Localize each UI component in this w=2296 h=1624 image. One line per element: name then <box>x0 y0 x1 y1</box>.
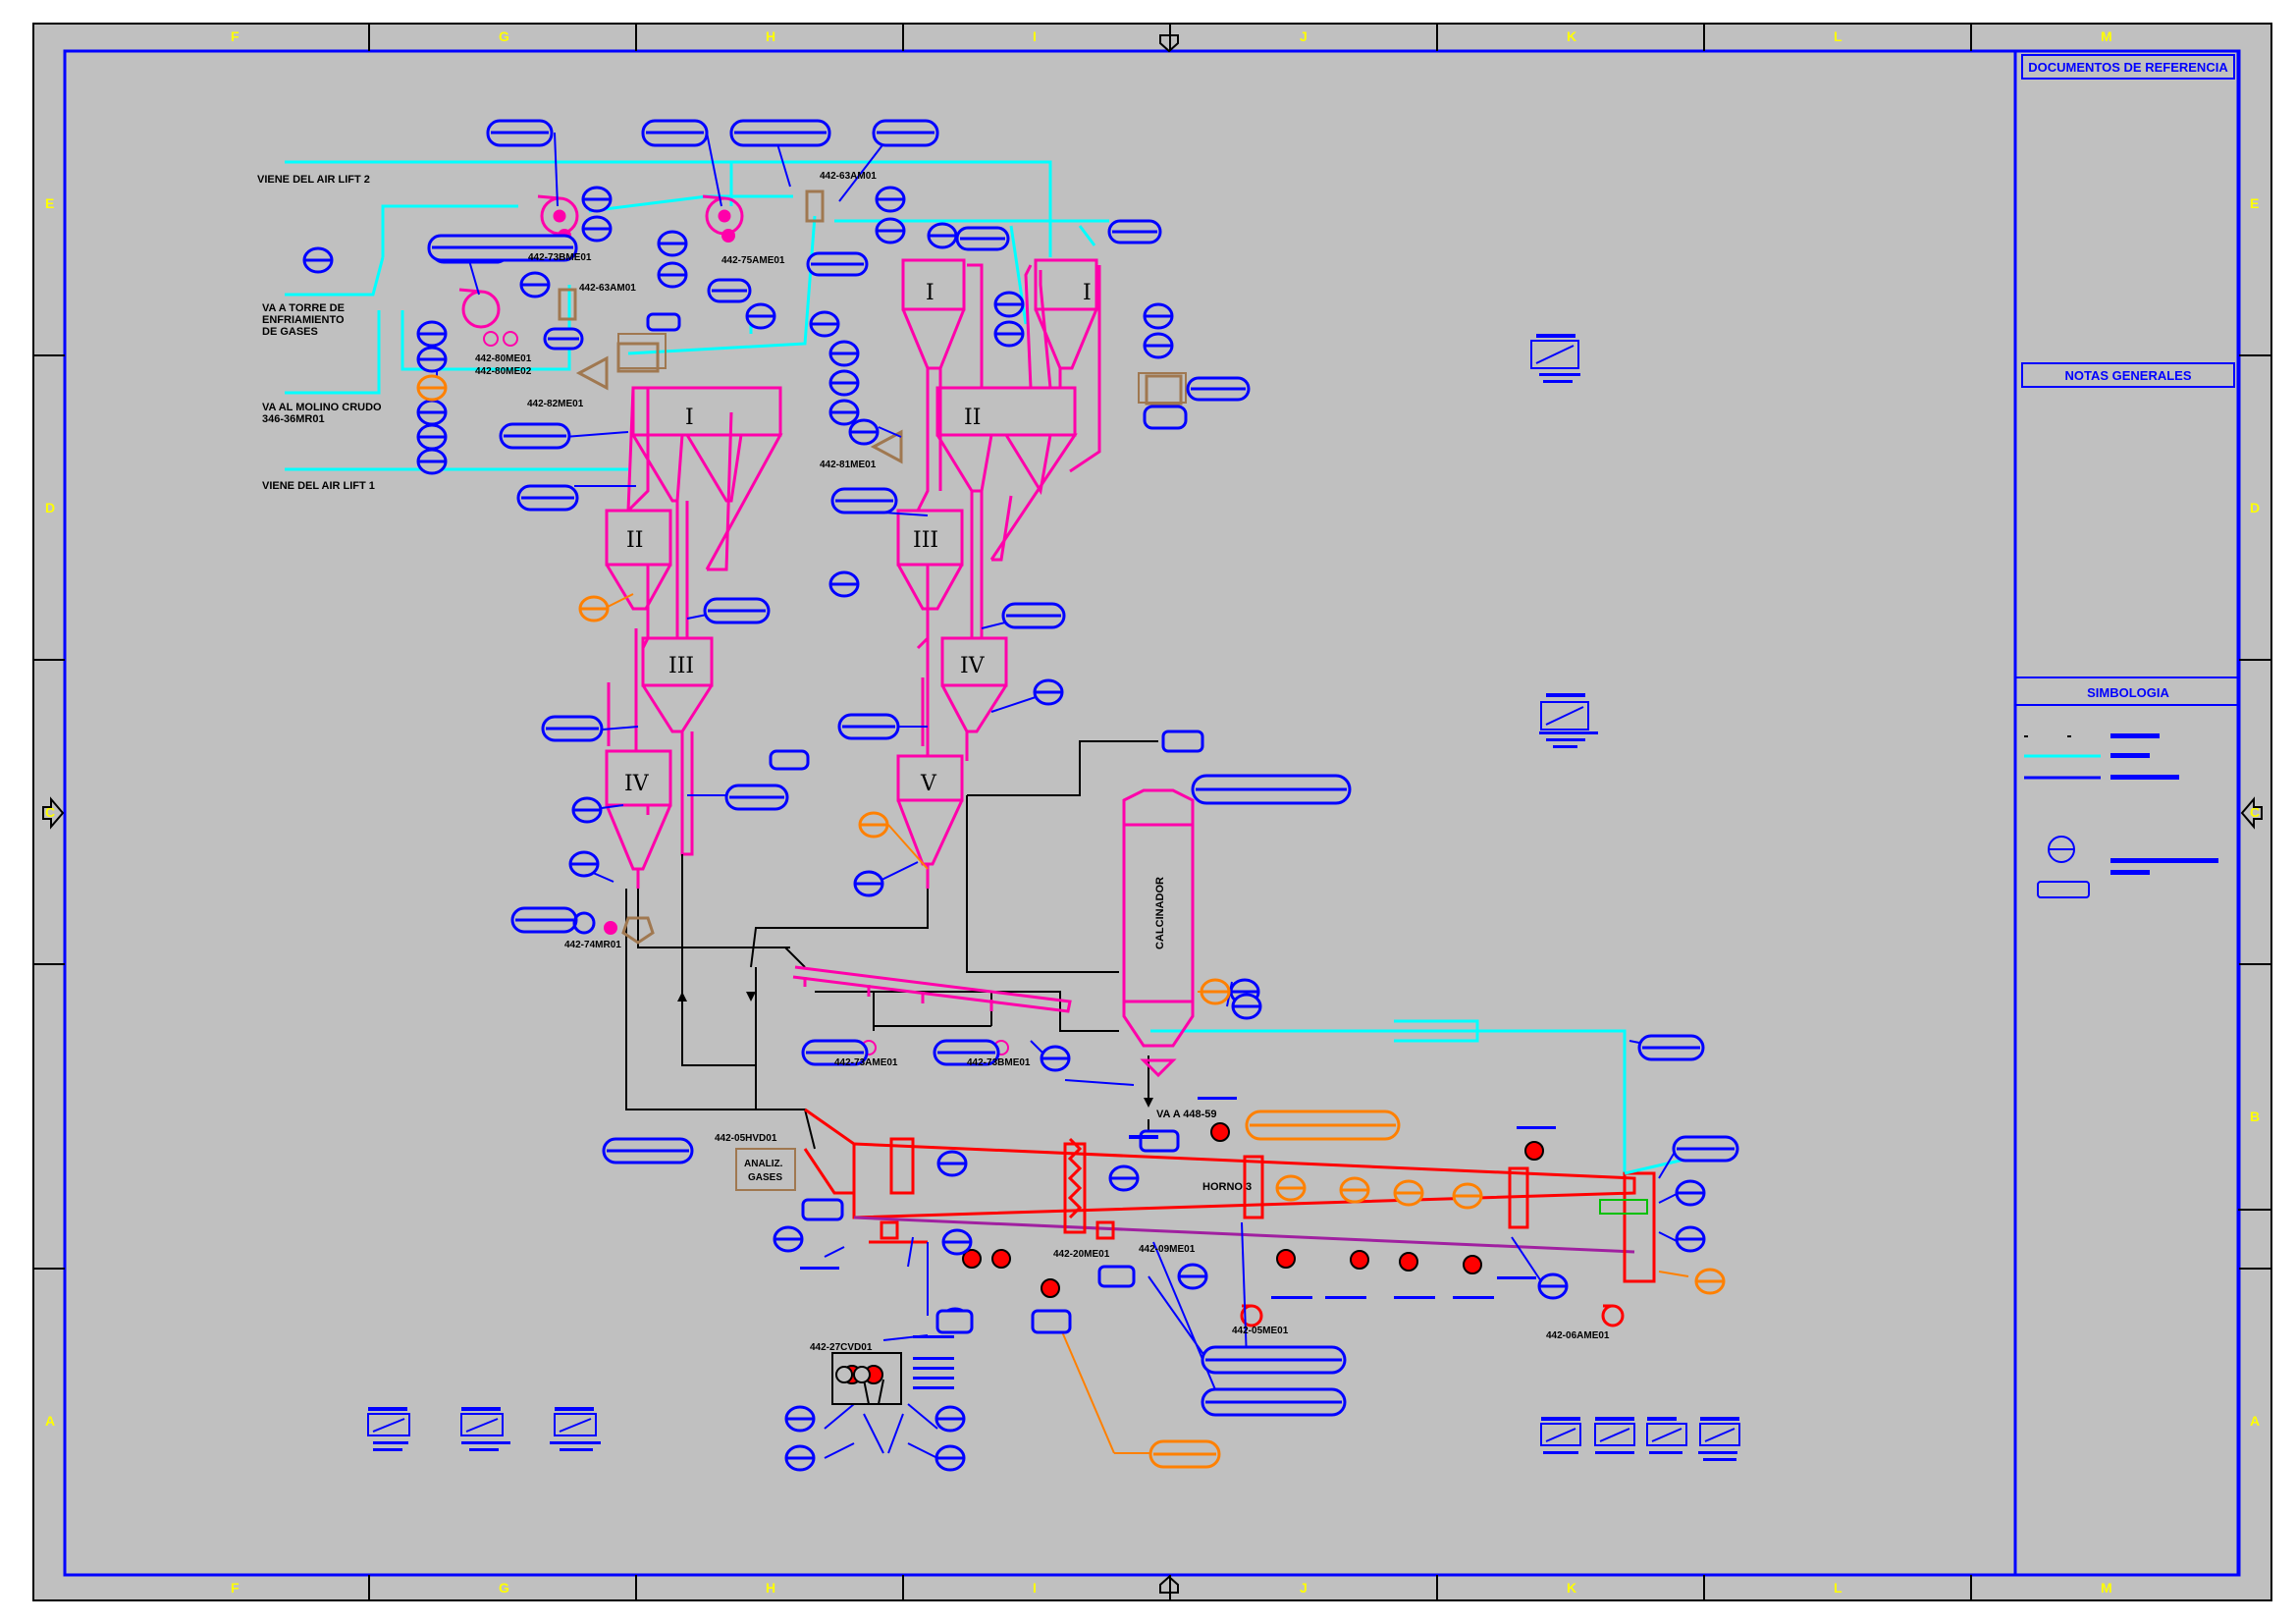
grid-col: H <box>766 1580 775 1596</box>
equipment-tag: 442-80ME01 <box>475 353 532 364</box>
grid-col: M <box>2101 1580 2112 1596</box>
grid-row: B <box>2250 1109 2260 1124</box>
gas-analyzer-box <box>1138 372 1187 404</box>
kiln-feed-equipment <box>869 1137 1115 1244</box>
center-arrow-top-icon <box>1159 34 1179 53</box>
grid-col: L <box>1834 1580 1842 1596</box>
grid-row-letters: E E D D C C B A A <box>45 195 2260 1429</box>
gas-analyzer-label: GASES <box>748 1172 782 1183</box>
reference-docs-title: DOCUMENTOS DE REFERENCIA <box>2028 60 2228 75</box>
label-va448: VA A 448-59 <box>1156 1109 1217 1120</box>
grid-row: D <box>45 500 55 515</box>
grid-column-letters-top: F G H I J K L M <box>231 28 2112 44</box>
equipment-tag: 442-80ME02 <box>475 366 532 377</box>
rotary-kiln <box>803 1108 1689 1283</box>
legend-box-icon <box>2037 881 2090 898</box>
equipment-tag: 442-81ME01 <box>820 460 877 470</box>
equipment-tag: 442-05HVD01 <box>715 1133 777 1144</box>
general-notes-title: NOTAS GENERALES <box>2064 368 2191 383</box>
grid-row: E <box>2250 195 2259 211</box>
kiln-label: HORNO 3 <box>1202 1181 1252 1193</box>
grid-col: J <box>1300 28 1308 44</box>
cyclone-label: IV <box>624 772 650 796</box>
cyclone-label: IV <box>960 654 986 678</box>
fan-icon <box>458 194 744 329</box>
label-torre-3: DE GASES <box>262 326 318 338</box>
grid-row: D <box>2250 500 2260 515</box>
gas-analyzer-box <box>735 1148 796 1191</box>
cyclone-label: I <box>926 281 934 305</box>
fan-icon <box>1240 1304 1625 1327</box>
orange-bubbles <box>416 374 1726 1469</box>
cyclone-label: II <box>626 528 643 553</box>
grid-col: G <box>499 28 509 44</box>
grid-col: F <box>231 1580 240 1596</box>
equipment-tag: 442-09ME01 <box>1139 1244 1196 1255</box>
symbology-title: SIMBOLOGIA <box>2087 685 2169 700</box>
burner-icon <box>842 1122 1544 1384</box>
equipment-tag: 442-75AME01 <box>721 255 785 266</box>
damper-unit <box>831 1352 902 1405</box>
flow-arrow-icon <box>746 992 756 1001</box>
grid-row: A <box>45 1413 55 1429</box>
grid-col: H <box>766 28 775 44</box>
equipment-tag: 442-73AME01 <box>834 1057 898 1068</box>
label-torre-2: ENFRIAMIENTO <box>262 314 345 326</box>
calciner <box>1122 788 1195 1078</box>
label-airlift-1: VIENE DEL AIR LIFT 1 <box>262 480 375 492</box>
grid-row: E <box>45 195 54 211</box>
grid-col: F <box>231 28 240 44</box>
grid-row: A <box>2250 1413 2260 1429</box>
equipment-tag: 442-63AM01 <box>820 171 877 182</box>
equipment-tag: 442-27CVD01 <box>810 1342 873 1353</box>
grid-col: M <box>2101 28 2112 44</box>
equipment-tag: 442-74MR01 <box>564 940 621 950</box>
grid-col: I <box>1033 28 1037 44</box>
center-arrow-right-icon <box>2240 796 2263 830</box>
grid-row: C <box>45 804 55 820</box>
calciner-label: CALCINADOR <box>1154 877 1166 949</box>
equipment-tag: 442-73BME01 <box>967 1057 1031 1068</box>
title-block: DOCUMENTOS DE REFERENCIA NOTAS GENERALES… <box>2014 54 2271 1211</box>
equipment-tag: 442-05ME01 <box>1232 1326 1289 1336</box>
grid-column-letters-bottom: F G H I J K L M <box>231 1580 2112 1596</box>
cyclone-label: I <box>685 406 694 430</box>
label-torre-1: VA A TORRE DE <box>262 302 345 314</box>
preheater-tower-left <box>605 386 783 889</box>
gas-analyzer-box <box>617 333 667 369</box>
cyclone-label: II <box>964 406 981 430</box>
grid-ticks <box>33 24 2271 1600</box>
label-molino-2: 346-36MR01 <box>262 413 325 425</box>
cyclone-label: III <box>668 654 694 678</box>
screw-conveyor <box>792 965 1072 1013</box>
flow-arrow-icon <box>677 992 687 1001</box>
grid-col: L <box>1834 28 1842 44</box>
damper-icon <box>835 1366 871 1383</box>
preheater-tower-right <box>896 258 1101 889</box>
center-arrow-left-icon <box>42 796 65 830</box>
equipment-tag: 442-82ME01 <box>527 399 584 409</box>
flow-arrow-icon <box>1144 1098 1153 1108</box>
label-molino-1: VA AL MOLINO CRUDO <box>262 402 382 413</box>
cyclone-label: V <box>920 772 937 796</box>
instrument-bubbles <box>302 119 1739 1472</box>
equipment-tag: 442-63AM01 <box>579 283 636 294</box>
grid-col: J <box>1300 1580 1308 1596</box>
display-icon <box>367 340 1740 1446</box>
inner-border <box>63 49 2241 1577</box>
center-arrow-bottom-icon <box>1159 1575 1179 1594</box>
grid-col: K <box>1567 1580 1576 1596</box>
equipment-tag: 442-73BME01 <box>528 252 592 263</box>
gas-analyzer-label: ANALIZ. <box>744 1159 783 1169</box>
equipment-tag: 442-20ME01 <box>1053 1249 1110 1260</box>
cyclone-label: I <box>1083 281 1092 305</box>
grid-row: C <box>2250 804 2260 820</box>
grid-col: G <box>499 1580 509 1596</box>
label-airlift-2: VIENE DEL AIR LIFT 2 <box>257 174 370 186</box>
cyclone-label: III <box>913 528 938 553</box>
equipment-tag: 442-06AME01 <box>1546 1330 1610 1341</box>
grid-col: K <box>1567 28 1576 44</box>
grid-col: I <box>1033 1580 1037 1596</box>
